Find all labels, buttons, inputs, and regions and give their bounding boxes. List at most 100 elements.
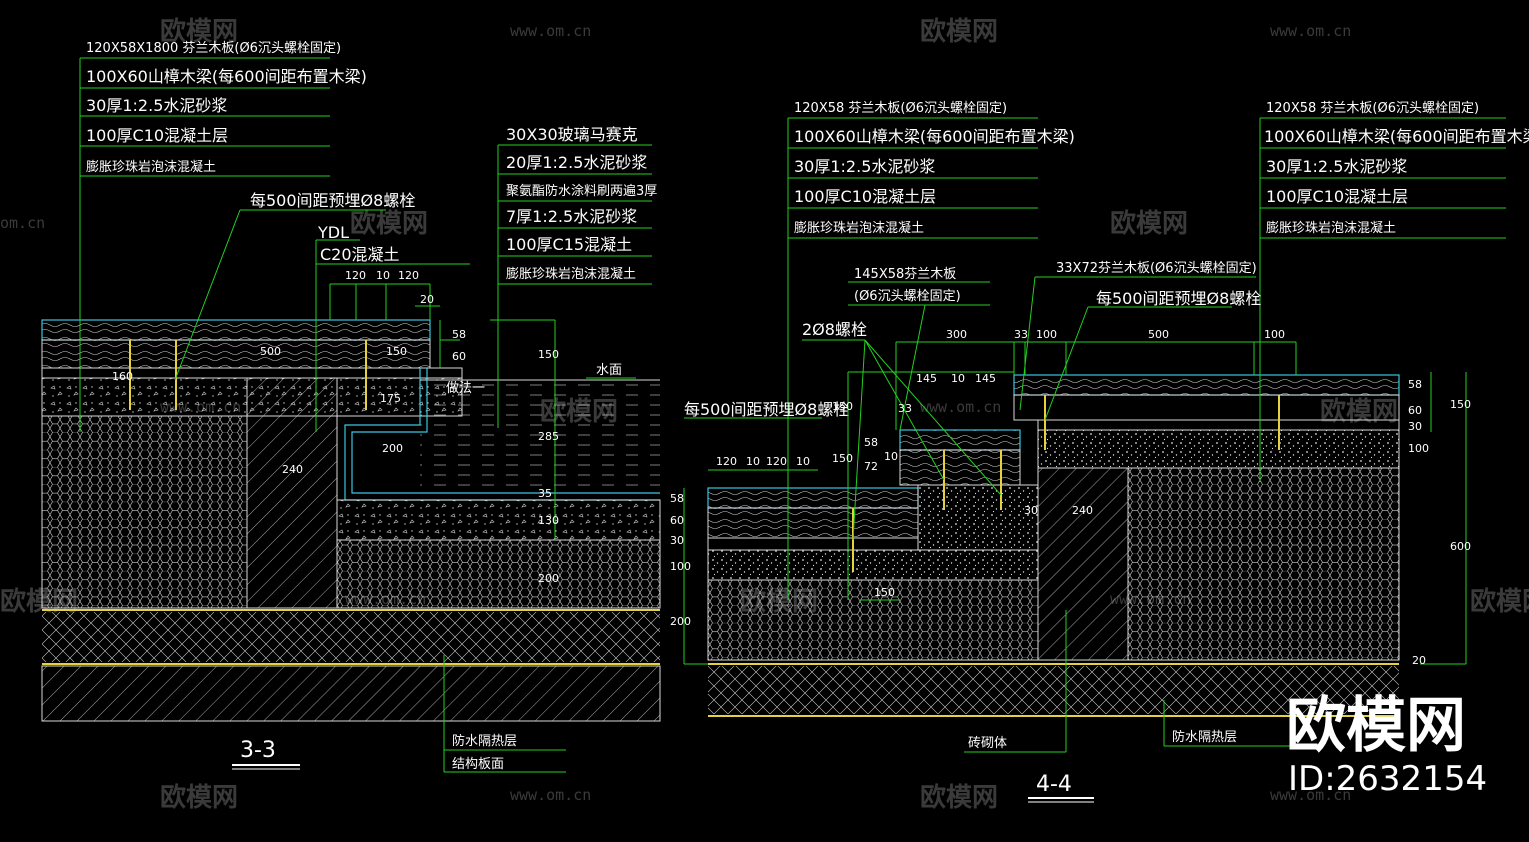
deck-boards bbox=[1013, 374, 1400, 396]
bottom-label: 防水隔热层 bbox=[452, 733, 517, 749]
section-3-3: 120X58X1800 芬兰木板(Ø6沉头螺栓固定) 100X60山樟木梁(每6… bbox=[41, 41, 661, 773]
watermark-brand: 欧模网 bbox=[160, 16, 238, 47]
masonry-wall bbox=[246, 377, 338, 609]
dimension-text: 20 bbox=[420, 293, 434, 306]
pool-base-concrete bbox=[336, 499, 661, 541]
dimension-text: 500 bbox=[260, 345, 281, 358]
bolt-note: 每500间距预埋Ø8螺栓 bbox=[684, 400, 849, 419]
dimension-text: 30 bbox=[1024, 504, 1038, 517]
brand-logo: 欧模网 bbox=[1286, 691, 1466, 761]
leader-lines bbox=[802, 339, 1002, 541]
leader-lines bbox=[1044, 306, 1232, 421]
watermark-url: www.om.cn bbox=[1270, 786, 1351, 804]
method-label: 做法一 bbox=[446, 381, 485, 396]
dimension-text: 33 bbox=[898, 402, 912, 415]
dimension-text: 72 bbox=[864, 460, 878, 473]
watermark-url: www.om.cn bbox=[1270, 22, 1351, 40]
dimension-text: 100 bbox=[1036, 328, 1057, 341]
dimension-text: 150 bbox=[832, 452, 853, 465]
foam-concrete bbox=[1127, 467, 1400, 661]
dimension-lines bbox=[329, 283, 556, 540]
callout-text: 20厚1:2.5水泥砂浆 bbox=[506, 153, 647, 172]
dimension-text: 58 bbox=[1408, 378, 1422, 391]
dimension-text: 130 bbox=[538, 514, 559, 527]
callout-text: 膨胀珍珠岩泡沫混凝土 bbox=[794, 220, 924, 236]
dimension-text: 150 bbox=[1450, 398, 1471, 411]
pool-foam-concrete bbox=[336, 539, 661, 609]
dimension-text: 120 bbox=[766, 455, 787, 468]
callout-text: 100X60山樟木梁(每600间距布置木梁) bbox=[1264, 127, 1529, 146]
dimension-text: 120 bbox=[345, 269, 366, 282]
watermark-url: www.om.cn bbox=[510, 22, 591, 40]
dimension-text: 120 bbox=[716, 455, 737, 468]
dimension-text: 100 bbox=[1264, 328, 1285, 341]
leader-lines bbox=[315, 239, 470, 432]
watermark-brand: 欧模网 bbox=[1470, 586, 1529, 617]
callout-text: 膨胀珍珠岩泡沫混凝土 bbox=[86, 159, 216, 175]
callout-text: 100厚C10混凝土层 bbox=[1266, 187, 1408, 206]
ydl-label: YDL bbox=[317, 223, 349, 242]
watermark-url: www.om.cn bbox=[510, 786, 591, 804]
c20-label: C20混凝土 bbox=[320, 245, 400, 264]
callout-text: 100厚C10混凝土层 bbox=[86, 126, 228, 145]
dimension-text: 150 bbox=[874, 586, 895, 599]
dimension-text: 10 bbox=[951, 372, 965, 385]
dimension-text: 175 bbox=[380, 392, 401, 405]
brand-block: 欧模网 ID:2632154 bbox=[1286, 691, 1487, 799]
wood-beam bbox=[41, 339, 431, 369]
watermark-brand: 欧模网 bbox=[1320, 396, 1398, 427]
bolt-note: 每500间距预埋Ø8螺栓 bbox=[1096, 289, 1261, 308]
brand-id: ID:2632154 bbox=[1288, 759, 1487, 799]
watermark-brand: 欧模网 bbox=[920, 782, 998, 813]
callout-text: 膨胀珍珠岩泡沫混凝土 bbox=[506, 266, 636, 282]
callout-text: 30厚1:2.5水泥砂浆 bbox=[86, 96, 227, 115]
watermark-url: om.cn bbox=[0, 214, 45, 232]
dimension-text: 150 bbox=[386, 345, 407, 358]
dimension-text: 33 bbox=[1014, 328, 1028, 341]
mortar-layer bbox=[707, 537, 919, 551]
section-title: 3-3 bbox=[240, 738, 276, 763]
callout-text: 100X60山樟木梁(每600间距布置木梁) bbox=[86, 67, 367, 86]
leader-lines bbox=[79, 57, 330, 432]
watermark-url: www.om.cn bbox=[920, 398, 1001, 416]
dimension-text: 240 bbox=[282, 463, 303, 476]
dimension-text: 200 bbox=[670, 615, 691, 628]
section-4-4: 120X58 芬兰木板(Ø6沉头螺栓固定) 100X60山樟木梁(每600间距布… bbox=[670, 101, 1529, 803]
dimension-text: 10 bbox=[376, 269, 390, 282]
callout-text: 100厚C15混凝土 bbox=[506, 235, 632, 254]
leader-lines bbox=[1019, 276, 1256, 411]
dimension-text: 160 bbox=[112, 370, 133, 383]
foam-concrete bbox=[41, 415, 248, 609]
pool-liner bbox=[351, 368, 660, 494]
watermark-brand: 欧模网 bbox=[350, 208, 428, 239]
bottom-label: 砖砌体 bbox=[968, 736, 1007, 751]
dimension-text: 145 bbox=[916, 372, 937, 385]
concrete-layer bbox=[1037, 429, 1400, 469]
leader-lines bbox=[787, 117, 1038, 600]
dimension-text: 60 bbox=[670, 514, 684, 527]
bolt-note: 2Ø8螺栓 bbox=[802, 320, 867, 339]
dimension-text: 10 bbox=[746, 455, 760, 468]
dimension-text: 200 bbox=[382, 442, 403, 455]
leader-lines bbox=[443, 655, 566, 773]
deck-boards bbox=[41, 319, 431, 341]
dimension-text: 58 bbox=[670, 492, 684, 505]
masonry-wall bbox=[1037, 467, 1129, 661]
dimension-text: 150 bbox=[538, 348, 559, 361]
dimension-text: 500 bbox=[1148, 328, 1169, 341]
callout-text: 120X58 芬兰木板(Ø6沉头螺栓固定) bbox=[1266, 101, 1479, 116]
bolt-note: 每500间距预埋Ø8螺栓 bbox=[250, 191, 415, 210]
dimension-text: 100 bbox=[670, 560, 691, 573]
board-note: 33X72芬兰木板(Ø6沉头螺栓固定) bbox=[1056, 261, 1257, 276]
watermark-brand: 欧模网 bbox=[1110, 208, 1188, 239]
dimension-text: 100 bbox=[1408, 442, 1429, 455]
step-concrete bbox=[917, 484, 1039, 551]
wood-beam bbox=[707, 507, 919, 539]
mortar-layer bbox=[41, 367, 463, 379]
leader-lines bbox=[497, 144, 652, 428]
callout-text: 100厚C10混凝土层 bbox=[794, 187, 936, 206]
leader-lines bbox=[1163, 700, 1290, 747]
insulation-layer bbox=[42, 612, 660, 662]
concrete-layer bbox=[707, 549, 1039, 581]
